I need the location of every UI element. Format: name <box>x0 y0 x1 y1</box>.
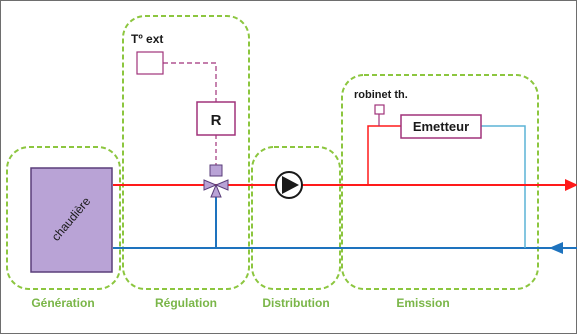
arrow-right-icon <box>565 179 577 191</box>
thermostatic-valve <box>374 104 385 115</box>
regulator <box>196 101 236 136</box>
group-regulation <box>122 15 250 290</box>
pump-icon <box>275 171 303 199</box>
outdoor-temp-label: Tº ext <box>131 32 163 46</box>
return-pipe <box>215 191 577 249</box>
group-label-distribution: Distribution <box>262 296 329 310</box>
outdoor-temp-sensor <box>136 51 164 75</box>
sensor-signal-line <box>163 62 217 102</box>
group-distribution <box>251 146 341 290</box>
emitter-return-pipe <box>481 125 526 248</box>
group-emission <box>341 74 539 290</box>
group-label-emission: Emission <box>396 296 449 310</box>
boiler <box>30 167 113 273</box>
thermostatic-valve-label: robinet th. <box>354 89 408 101</box>
emitter-supply-pipe <box>367 125 401 185</box>
arrow-left-icon <box>549 242 563 254</box>
emitter-label: Emetteur <box>413 119 469 134</box>
emitter <box>400 114 482 139</box>
group-generation <box>6 146 121 290</box>
three-way-valve-icon <box>203 164 229 198</box>
regulator-label: R <box>211 112 222 129</box>
group-label-generation: Génération <box>31 296 94 310</box>
group-label-regulation: Régulation <box>155 296 217 310</box>
